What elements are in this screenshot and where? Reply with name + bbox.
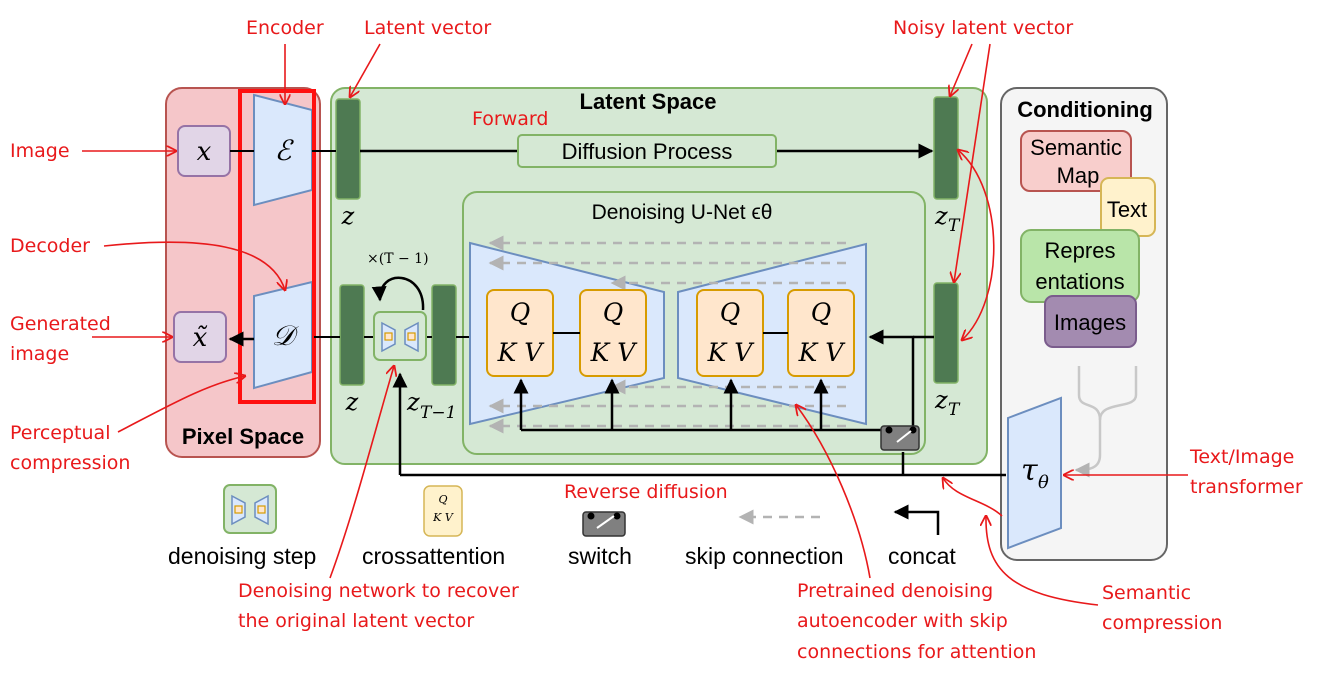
qkv-box-4: Q K V <box>787 289 855 377</box>
unet-label: Denoising U-Net ϵθ <box>592 201 773 224</box>
unet-skip-connections <box>488 235 846 434</box>
conditioning-merge-lines <box>1074 366 1138 478</box>
annotation-reverse-diffusion: Reverse diffusion <box>564 481 728 503</box>
z-t-minus-1-base: z <box>406 388 420 416</box>
conditioning-label: Conditioning <box>1017 97 1153 122</box>
annotation-decoder-arrow <box>103 241 285 290</box>
annotation-noisy-arrow-3 <box>958 150 995 340</box>
qkv-2-kv: K V <box>590 338 639 367</box>
annotation-denoising-net-arrow <box>329 366 394 579</box>
zt-bottom-sub: T <box>948 400 961 420</box>
semantic-map-box <box>1020 130 1132 192</box>
annotation-text-image-1: Text/Image <box>1189 446 1294 468</box>
forward-label: Forward <box>472 108 548 130</box>
annotation-perceptual-1: Perceptual <box>10 422 110 444</box>
encoder-symbol: ℰ <box>275 134 295 167</box>
annotation-noisy-latent: Noisy latent vector <box>893 17 1073 39</box>
semantic-map-line2: Map <box>1057 163 1100 188</box>
qkv-box-3: Q K V <box>696 289 764 377</box>
zt-top-base: z <box>934 202 948 230</box>
annotation-image: Image <box>10 140 70 162</box>
repeat-label: ×(T − 1) <box>367 251 429 267</box>
annotation-decoder: Decoder <box>10 235 90 257</box>
legend-q: Q <box>438 493 447 506</box>
image-x-symbol: x <box>197 137 212 167</box>
z-t-minus-1-sub: T−1 <box>420 403 456 423</box>
z-bottom-label: z <box>345 388 359 416</box>
zt-bottom-base: z <box>934 386 948 414</box>
text-label: Text <box>1107 197 1147 222</box>
annotation-semantic-1: Semantic <box>1102 582 1191 604</box>
tau-symbol: τ <box>1021 453 1038 488</box>
tau-transformer-trapezoid <box>1007 396 1062 550</box>
images-box <box>1044 295 1137 348</box>
perceptual-highlight <box>238 89 316 404</box>
annotation-text-image-2: transformer <box>1190 476 1303 498</box>
legend-switch-label: switch <box>568 543 632 569</box>
pixel-space-label: Pixel Space <box>182 424 304 449</box>
annotation-semantic-2: compression <box>1102 612 1222 634</box>
legend-kv: K V <box>432 511 454 524</box>
annotation-pretrained-2: autoencoder with skip <box>797 610 1008 632</box>
generated-x-symbol: x̃ <box>193 323 208 353</box>
annotation-semantic-arrow-2 <box>943 478 1003 517</box>
repeat-loop-arrow <box>371 276 425 311</box>
annotation-pretrained-1: Pretrained denoising <box>797 580 993 602</box>
semantic-map-line1: Semantic <box>1030 135 1122 160</box>
annotation-pretrained-arrow <box>796 405 871 579</box>
latent-bar-zt-bottom <box>933 282 959 384</box>
representations-line2: entations <box>1035 269 1124 294</box>
zt-top-sub: T <box>948 216 961 236</box>
annotation-latent-arrow <box>350 43 381 97</box>
qkv-1-q: Q <box>510 298 531 327</box>
annotation-denoising-net-1: Denoising network to recover <box>238 580 519 602</box>
latent-bar-z-t-minus-1 <box>431 284 457 386</box>
unet-switch-icon <box>880 425 920 451</box>
diffusion-process-label: Diffusion Process <box>562 139 733 164</box>
annotation-generated-2: image <box>10 343 69 365</box>
legend-denoising-step-icon <box>223 484 277 534</box>
qkv-2-q: Q <box>603 298 624 327</box>
annotation-encoder: Encoder <box>246 17 324 39</box>
images-label: Images <box>1054 310 1126 335</box>
latent-bar-z-top <box>335 98 361 200</box>
diffusion-process-box <box>517 134 777 168</box>
qkv-box-2: Q K V <box>579 289 647 377</box>
legend-crossattention-icon: Q K V <box>423 485 463 537</box>
annotation-generated-1: Generated <box>10 313 111 335</box>
qkv-4-kv: K V <box>798 338 847 367</box>
annotation-perceptual-arrow <box>117 376 245 433</box>
annotation-denoising-net-2: the original latent vector <box>238 610 474 632</box>
legend-concat-label: concat <box>888 543 956 569</box>
tau-sub: θ <box>1038 472 1049 493</box>
annotation-perceptual-2: compression <box>10 452 130 474</box>
generated-x-box <box>173 311 227 363</box>
legend-concat-arrow <box>893 504 940 535</box>
legend-denoising-step-label: denoising step <box>168 543 316 569</box>
legend-crossattention-label: crossattention <box>362 543 505 569</box>
z-top-label: z <box>341 202 355 230</box>
qkv-3-q: Q <box>720 298 741 327</box>
conditioning-bus <box>392 329 1006 477</box>
legend-switch-icon <box>582 511 626 537</box>
representations-line1: Repres <box>1045 238 1116 263</box>
annotation-latent-vector: Latent vector <box>364 17 491 39</box>
qkv-box-1: Q K V <box>486 289 554 377</box>
qkv-1-kv: K V <box>497 338 546 367</box>
denoising-step-icon <box>373 311 427 361</box>
legend-skip-label: skip connection <box>685 543 844 569</box>
annotation-pretrained-3: connections for attention <box>797 641 1036 663</box>
qkv-3-kv: K V <box>707 338 756 367</box>
annotation-noisy-arrow-1 <box>950 43 973 96</box>
latent-bar-zt-top <box>933 96 959 200</box>
annotation-semantic-arrow-1 <box>986 516 1099 606</box>
latent-bar-z-bottom <box>339 284 365 386</box>
qkv-4-q: Q <box>811 298 832 327</box>
latent-space-label: Latent Space <box>580 89 717 114</box>
